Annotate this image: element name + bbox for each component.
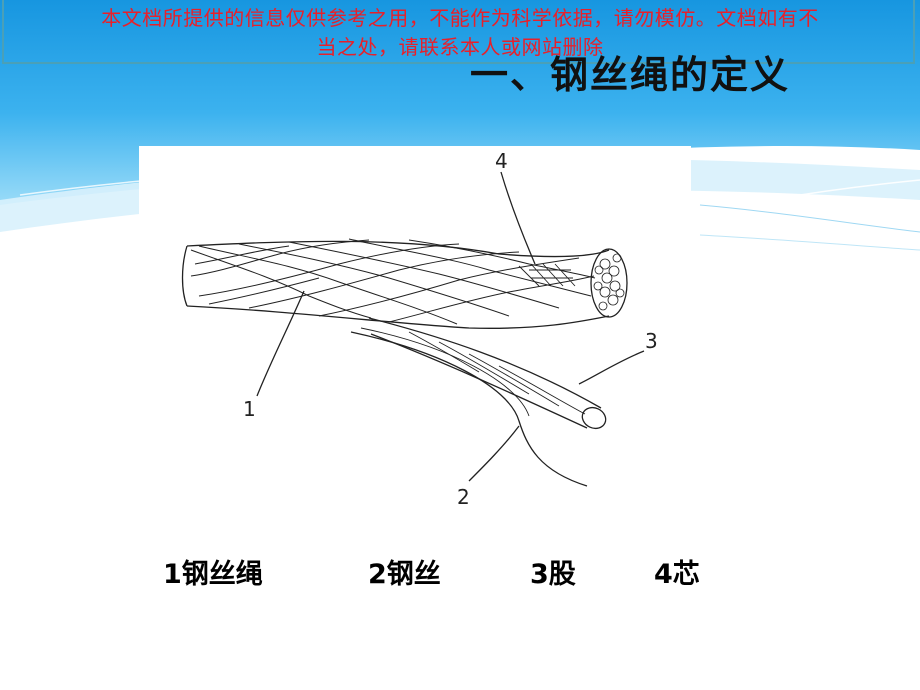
- wire-rope-diagram: 4 1 3 2: [139, 146, 691, 526]
- label-4: 4: [495, 149, 508, 173]
- watermark-text: 本文档所提供的信息仅供参考之用，不能作为科学依据，请勿模仿。文档如有不 当之处，…: [10, 4, 910, 62]
- leader-3: [578, 350, 645, 385]
- watermark-frame: [2, 0, 915, 64]
- single-wire: [350, 331, 588, 487]
- watermark-line-2: 当之处，请联系本人或网站删除: [316, 35, 604, 59]
- caption-wire-rope: 1钢丝绳: [163, 559, 263, 590]
- wire-rope-drawing: 4 1 3 2: [181, 149, 658, 509]
- slide-title: 一、钢丝绳的定义: [470, 53, 791, 97]
- caption-steel-wire: 2钢丝: [368, 559, 441, 590]
- label-2: 2: [457, 485, 470, 509]
- rope-bottom-edge: [186, 305, 610, 329]
- caption-core: 4芯: [654, 559, 700, 590]
- caption-row: 1钢丝绳 2钢丝 3股 4芯: [0, 552, 920, 592]
- strand-end: [581, 406, 607, 430]
- rope-cross-section: [590, 248, 628, 318]
- leader-2: [468, 425, 520, 482]
- watermark-line-1: 本文档所提供的信息仅供参考之用，不能作为科学依据，请勿模仿。文档如有不: [101, 6, 819, 30]
- leader-1: [256, 290, 305, 397]
- strand-bottom-edge: [370, 333, 588, 429]
- label-3: 3: [645, 329, 658, 353]
- caption-strand: 3股: [530, 559, 576, 590]
- rope-left-end: [181, 245, 188, 307]
- strand-top-edge: [368, 317, 602, 409]
- leader-4: [500, 171, 536, 265]
- label-1: 1: [243, 397, 256, 421]
